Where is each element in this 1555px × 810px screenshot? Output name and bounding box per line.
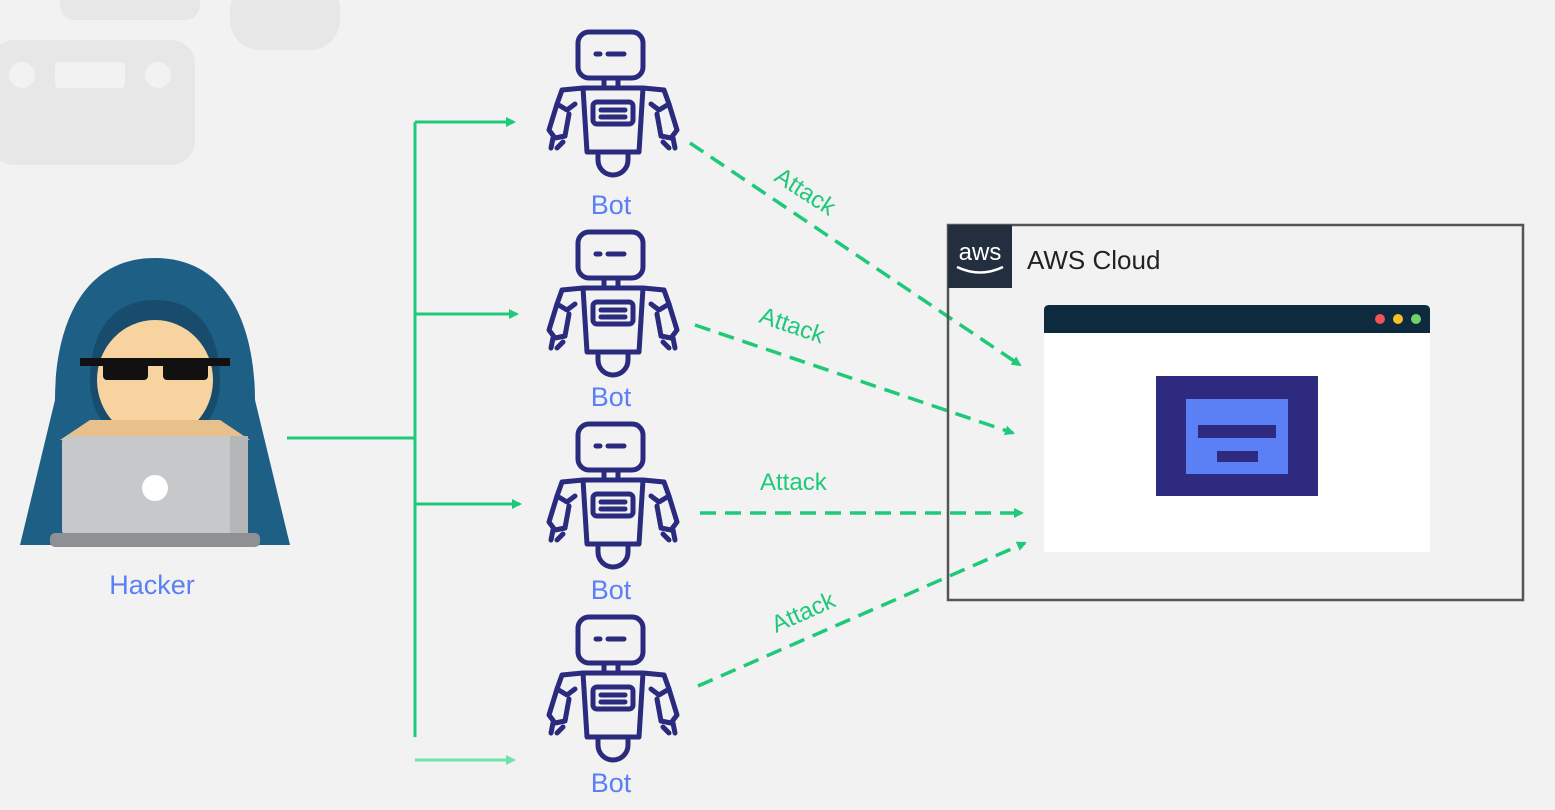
- attack-arrow: [694, 323, 1015, 436]
- svg-text:aws: aws: [959, 239, 1002, 266]
- window-close-dot: [1375, 314, 1385, 324]
- bot-icon: [549, 32, 677, 175]
- window-maximize-dot: [1411, 314, 1421, 324]
- attack-arrow: [689, 141, 1022, 367]
- aws-cloud-boundary: [946, 223, 1525, 602]
- bot-icon: [549, 424, 677, 567]
- aws-logo: aws: [948, 225, 1012, 288]
- bot-label: Bot: [591, 382, 632, 412]
- web-app-window: [1044, 305, 1430, 552]
- attack-label: Attack: [756, 302, 829, 350]
- attack-label: Attack: [767, 586, 840, 638]
- window-minimize-dot: [1393, 314, 1403, 324]
- command-lines: [287, 117, 522, 765]
- attack-label: Attack: [760, 469, 828, 496]
- hacker-icon: [20, 258, 290, 547]
- background-vehicle-icon: [0, 0, 340, 165]
- aws-cloud-title: AWS Cloud: [1027, 245, 1160, 275]
- bot-label: Bot: [591, 575, 632, 605]
- bot-label: Bot: [591, 768, 632, 798]
- bot-label: Bot: [591, 190, 632, 220]
- attack-label: Attack: [770, 162, 841, 222]
- bot-icon: [549, 617, 677, 760]
- attack-arrow: [697, 541, 1027, 688]
- hacker-label: Hacker: [109, 570, 195, 600]
- bot-icon: [549, 232, 677, 375]
